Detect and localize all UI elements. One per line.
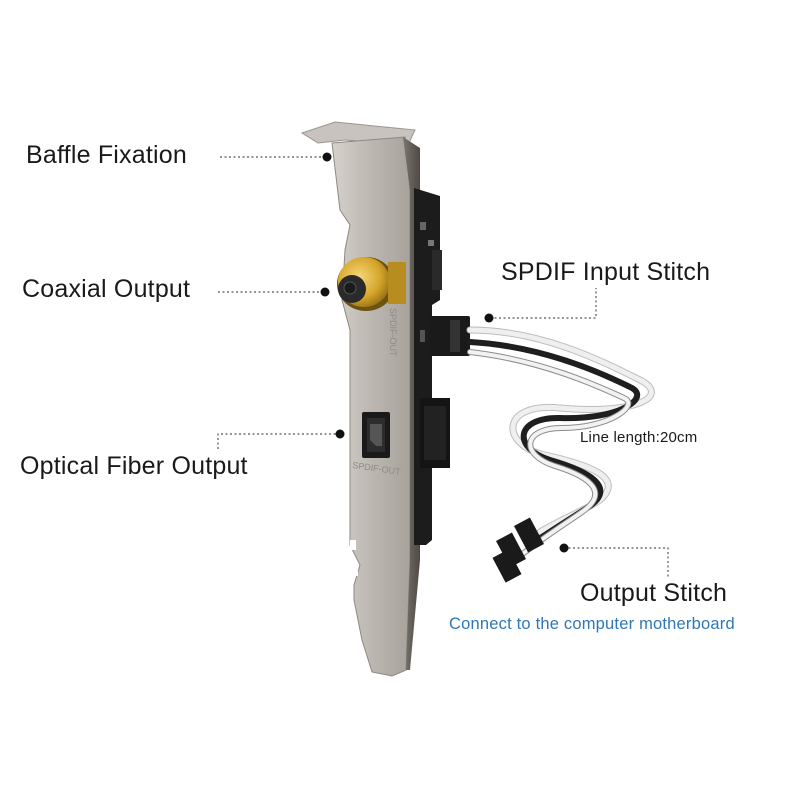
label-coaxial-output: Coaxial Output <box>22 275 191 303</box>
dot-optical <box>335 429 345 439</box>
optical-port <box>362 412 390 458</box>
label-baffle-fixation: Baffle Fixation <box>26 141 187 169</box>
leader-lines <box>217 156 669 578</box>
label-connect-motherboard: Connect to the computer motherboard <box>449 615 735 633</box>
coaxial-connector <box>337 257 406 311</box>
leader-spdif-input <box>490 288 597 319</box>
leader-output <box>564 547 669 578</box>
dot-baffle <box>322 152 332 162</box>
coax-marking: SPDIF-OUT <box>388 308 398 357</box>
label-line-length: Line length:20cm <box>580 429 698 446</box>
pcb-board <box>414 188 450 545</box>
cable-bundle <box>430 316 655 583</box>
dot-output <box>559 543 569 553</box>
metal-bracket <box>300 121 420 677</box>
leader-optical <box>217 433 340 449</box>
label-spdif-input-stitch: SPDIF Input Stitch <box>501 258 711 286</box>
label-optical-fiber-output: Optical Fiber Output <box>20 452 248 480</box>
dot-coaxial <box>320 287 330 297</box>
pointer-dots <box>320 152 569 553</box>
label-output-stitch: Output Stitch <box>580 579 728 607</box>
dot-spdif-input <box>484 313 494 323</box>
